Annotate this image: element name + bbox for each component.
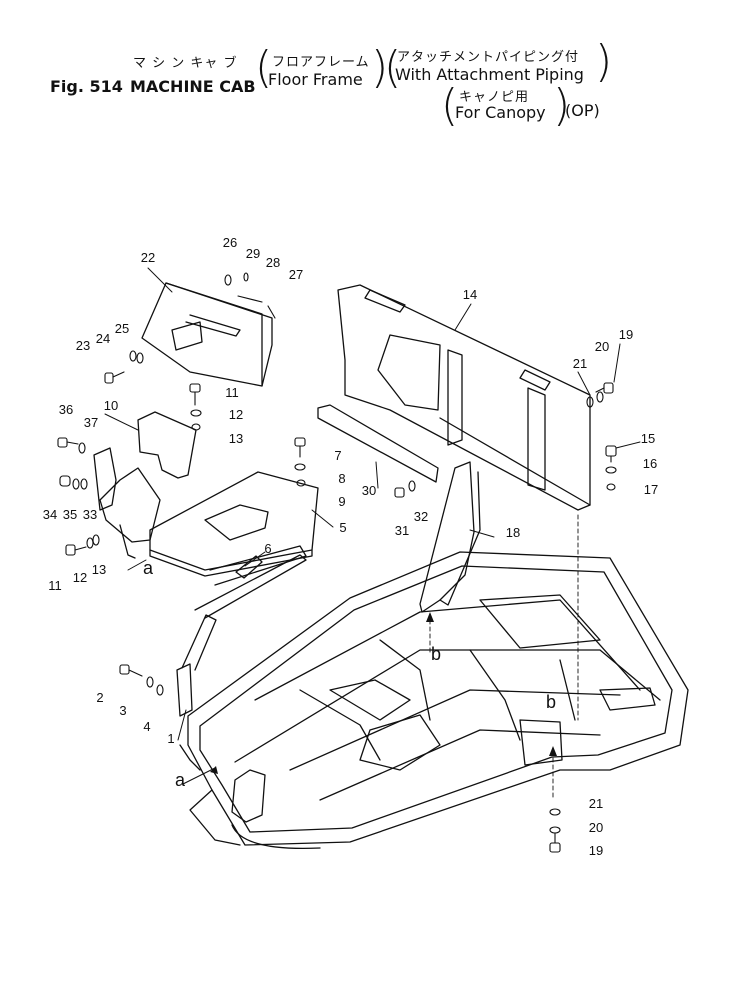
part-30-strip: [317, 404, 439, 483]
callout-4-41: 4: [143, 719, 150, 734]
part-5-floor-plate: [149, 471, 319, 586]
callout-21-29: 21: [573, 356, 587, 371]
callout-24-6: 24: [96, 331, 110, 346]
callout-12-9: 12: [229, 407, 243, 422]
callout-27-4: 27: [289, 267, 303, 282]
part-14-rear-panel: [337, 284, 591, 511]
title-jp-for-canopy: キャノピ用: [459, 90, 530, 105]
figure-title: マ シ ン キャ ブ Fig. 514 MACHINE CAB ( フロアフレー…: [0, 0, 745, 130]
title-fig-label: Fig. 514: [50, 77, 123, 96]
part-22-cover: [141, 282, 273, 387]
callout-20-45: 20: [589, 820, 603, 835]
callout-22-0: 22: [141, 250, 155, 265]
callout-31-35: 31: [395, 523, 409, 538]
callout-33-20: 33: [83, 507, 97, 522]
callout-19-46: 19: [589, 843, 603, 858]
title-jp-floor-frame: フロアフレーム: [272, 55, 370, 70]
callout-25-5: 25: [115, 321, 129, 336]
callout-19-27: 19: [619, 327, 633, 342]
part-1-bracket: [176, 554, 307, 717]
callout-7-14: 7: [334, 448, 341, 463]
callout-8-15: 8: [338, 471, 345, 486]
callout-13-10: 13: [229, 431, 243, 446]
callout-30-33: 30: [362, 483, 376, 498]
callout-a-43: a: [175, 770, 186, 790]
callout-3-40: 3: [119, 703, 126, 718]
callout-15-30: 15: [641, 431, 655, 446]
leader-lines: [104, 267, 641, 785]
title-jp-machine-cab: マ シ ン キャ ブ: [133, 56, 238, 71]
callout-9-16: 9: [338, 494, 345, 509]
callout-5-17: 5: [339, 520, 346, 535]
close-paren-2: ): [595, 36, 613, 87]
part-6: [235, 555, 263, 579]
callout-28-3: 28: [266, 255, 280, 270]
callout-b-37: b: [431, 644, 441, 664]
callout-11-8: 11: [225, 385, 239, 400]
callout-b-38: b: [546, 692, 556, 712]
fasteners: [57, 272, 617, 853]
callout-37-13: 37: [84, 415, 98, 430]
callout-18-36: 18: [506, 525, 520, 540]
callout-14-26: 14: [463, 287, 477, 302]
part-10-bracket: [99, 411, 197, 559]
title-op: (OP): [565, 101, 600, 120]
title-machine-cab: MACHINE CAB: [130, 77, 256, 96]
callout-a-25: a: [143, 558, 154, 578]
part-37-bracket: [93, 447, 117, 511]
close-paren-1: ): [371, 42, 389, 93]
callout-32-34: 32: [414, 509, 428, 524]
close-paren-3: ): [553, 80, 571, 131]
arrowheads: [210, 612, 557, 774]
title-attachment-piping: With Attachment Piping: [395, 65, 584, 84]
title-jp-attachment-piping: アタッチメントパイピング付: [397, 50, 580, 65]
callout-26-1: 26: [223, 235, 237, 250]
title-for-canopy: For Canopy: [455, 103, 546, 122]
floor-frame: [179, 551, 689, 850]
callout-20-28: 20: [595, 339, 609, 354]
title-floor-frame: Floor Frame: [268, 70, 363, 89]
open-paren-1: (: [255, 42, 273, 93]
callout-12-23: 12: [73, 570, 87, 585]
callout-13-24: 13: [92, 562, 106, 577]
open-paren-2: (: [384, 42, 402, 93]
callout-6-21: 6: [264, 541, 271, 556]
part-18-side-bracket: [419, 461, 481, 613]
open-paren-3: (: [441, 80, 459, 131]
callout-1-42: 1: [167, 731, 174, 746]
callout-29-2: 29: [246, 246, 260, 261]
callout-17-32: 17: [644, 482, 658, 497]
callout-21-44: 21: [589, 796, 603, 811]
callout-11-22: 11: [48, 578, 62, 593]
callout-36-12: 36: [59, 402, 73, 417]
assembly-dashed-lines: [429, 514, 579, 801]
callout-23-7: 23: [76, 338, 90, 353]
callout-35-19: 35: [63, 507, 77, 522]
callout-34-18: 34: [43, 507, 57, 522]
callout-16-31: 16: [643, 456, 657, 471]
callout-2-39: 2: [96, 690, 103, 705]
callout-10-11: 10: [104, 398, 118, 413]
